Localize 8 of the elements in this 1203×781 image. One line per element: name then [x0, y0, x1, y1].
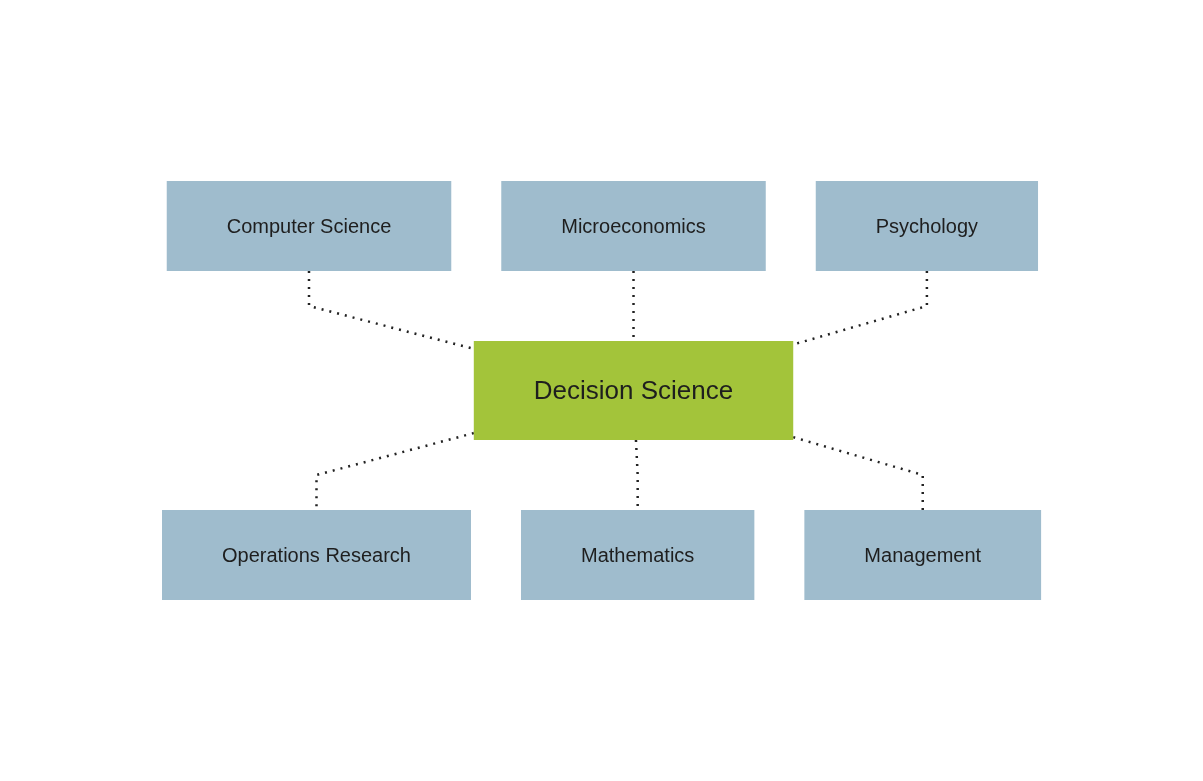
node-box: Mathematics — [520, 510, 755, 600]
node-box: Psychology — [815, 181, 1038, 271]
node-box: Operations Research — [161, 510, 471, 600]
node-box: Computer Science — [166, 181, 452, 271]
node-box: Decision Science — [473, 341, 794, 440]
node-box: Management — [804, 510, 1042, 600]
node-box: Microeconomics — [501, 181, 766, 271]
connector — [792, 435, 924, 510]
